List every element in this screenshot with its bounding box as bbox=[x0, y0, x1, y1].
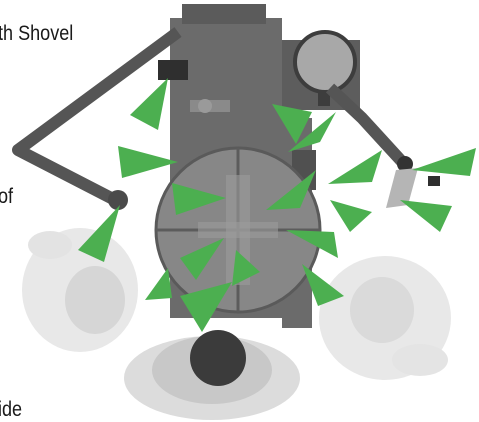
arrow-left-mid bbox=[118, 146, 178, 178]
left-arm bbox=[18, 32, 188, 210]
arrow-left-top bbox=[130, 78, 168, 130]
operator-figure bbox=[124, 330, 300, 420]
arrow-right-low bbox=[330, 200, 372, 232]
arrow-bottom-left bbox=[145, 268, 172, 300]
right-arm bbox=[330, 88, 440, 208]
arrow-far-right-top bbox=[412, 148, 476, 176]
arrow-far-right-low bbox=[400, 200, 452, 232]
left-person-figure bbox=[22, 228, 138, 352]
turntable-disc bbox=[156, 148, 320, 312]
arrow-right-mid bbox=[328, 150, 382, 184]
right-person-figure bbox=[319, 256, 451, 380]
